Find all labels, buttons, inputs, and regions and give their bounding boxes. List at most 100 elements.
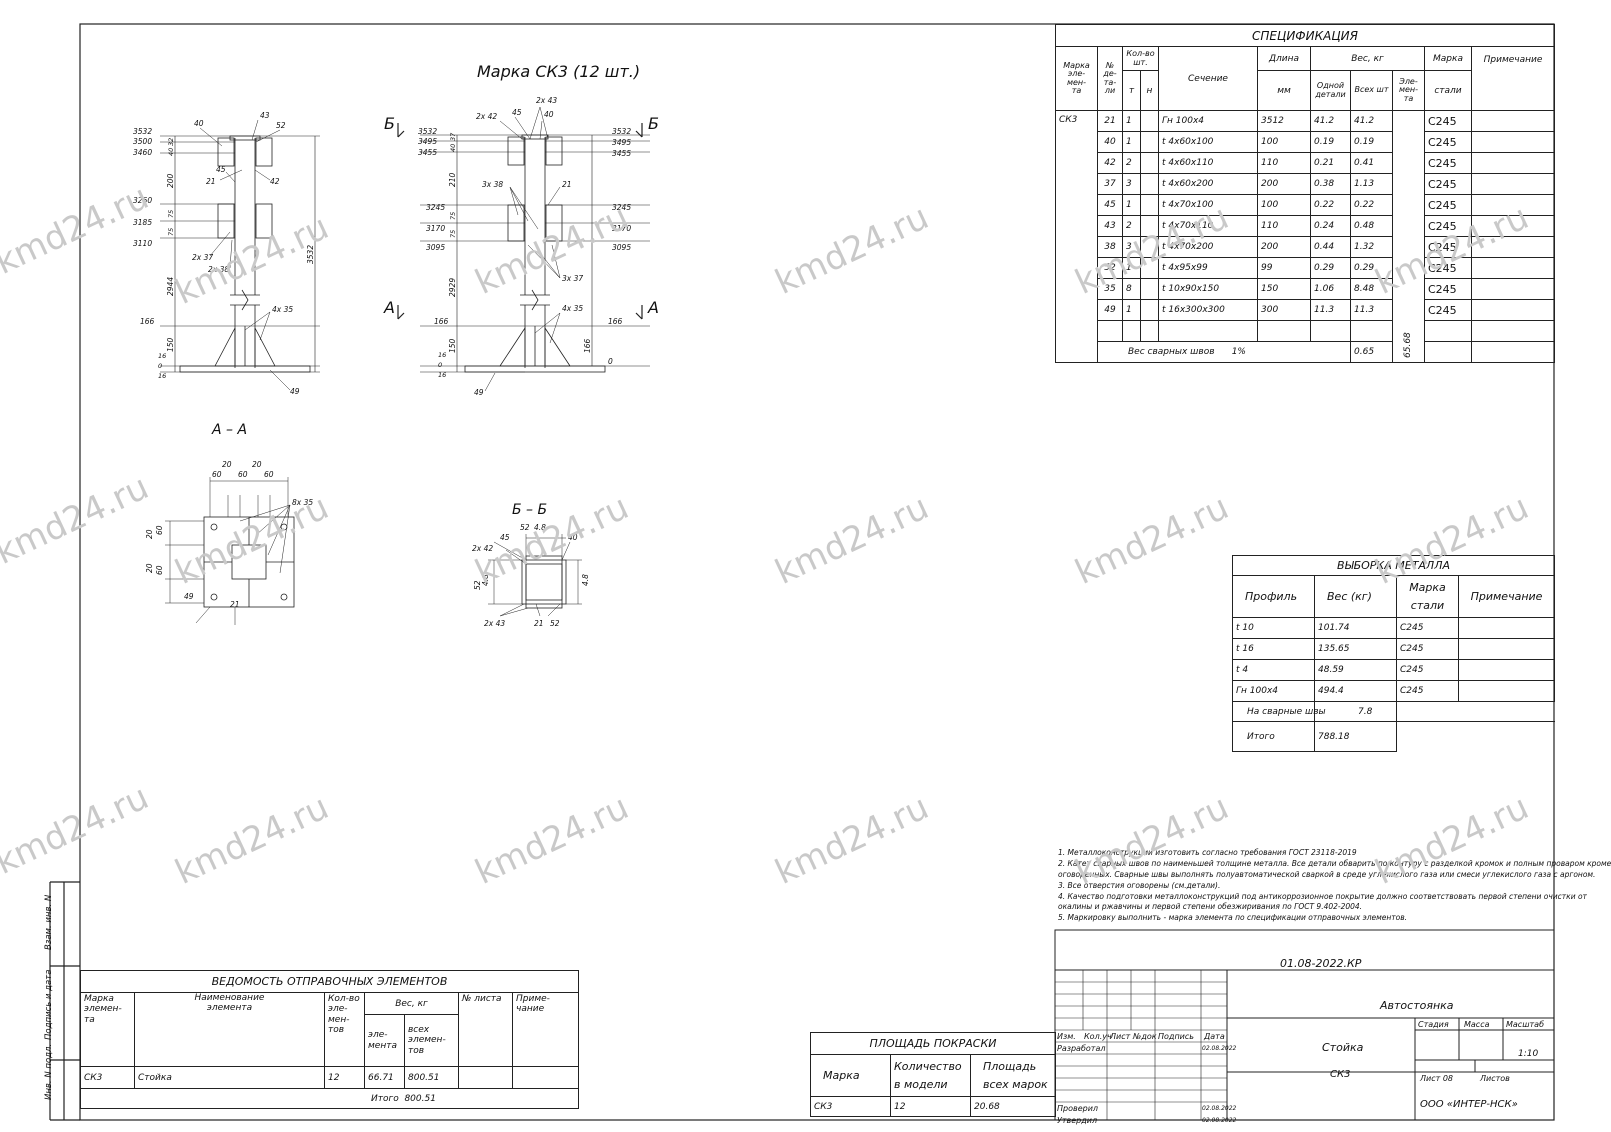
selection-cell-profile: Гн 100x4 [1232,680,1315,702]
spec-cell-section: t 4x60x100 [1158,131,1258,153]
selection-cell-steel: С245 [1396,680,1459,702]
aa-dim-20a: 20 [222,460,232,469]
aa-dim-60b: 60 [238,470,248,479]
spec-cell-len: 100 [1257,131,1311,153]
spec-h-qty: Кол-во шт. [1122,46,1159,71]
spec-cell-len: 200 [1257,236,1311,258]
v2-level-l-3170: 3170 [426,224,445,233]
dispatch-row-w-all: 800.51 [404,1066,459,1089]
spec-cell-steel: С245 [1424,236,1472,258]
v2-level-r-3455: 3455 [612,149,631,158]
selection-h-weight: Вес (кг) [1314,575,1397,618]
v2-level-l-0: 0 [438,361,442,369]
selection-welds-label: На сварные швы [1232,701,1326,722]
v2-level-r-3495: 3495 [612,138,631,147]
paint-table: ПЛОЩАДЬ ПОКРАСКИ Марка Количество в моде… [810,1032,1056,1117]
v2-dim-166: 166 [583,338,592,353]
spec-element: СК3 [1055,110,1098,363]
v1-part-42: 42 [270,177,280,186]
drawing-title: Марка СК3 (12 шт.) [477,62,641,81]
selection-cell-steel: С245 [1396,638,1459,660]
v1-part-21: 21 [206,177,216,186]
spec-cell-section: t 10x90x150 [1158,278,1258,300]
v2-level-l-16b: 16 [438,371,446,379]
v2-part-3x37: 3x 37 [562,274,583,283]
paint-title: ПЛОЩАДЬ ПОКРАСКИ [810,1032,1056,1055]
spec-welds: Вес сварных швов 1% [1097,341,1351,363]
dispatch-total: Итого 800.51 [79,1088,580,1109]
spec-cell-w1: 1.06 [1310,278,1351,300]
aa-part-49: 49 [184,592,194,601]
spec-cell-w1: 41.2 [1310,110,1351,132]
spec-cell-wall: 0.22 [1350,194,1393,216]
v1-part-52: 52 [276,121,286,130]
spec-cell-qty: 1 [1122,194,1141,216]
stamp-sheet: Лист 08 [1420,1074,1453,1083]
spec-cell-w1: 11.3 [1310,299,1351,321]
spec-cell-qty: 1 [1122,257,1141,279]
stamp-date-dev: 02.08.2022 [1202,1045,1237,1052]
spec-cell-num: 43 [1097,215,1123,237]
spec-cell-num: 52 [1097,257,1123,279]
dispatch-row-w-el: 66.71 [364,1066,405,1089]
v2-level-r-3170: 3170 [612,224,631,233]
selection-cell-profile: t 4 [1232,659,1315,681]
section-bb-title: Б – Б [512,502,548,518]
note-4b: окалины и ржавчины и первой степени обез… [1058,902,1363,912]
spec-cell-section: t 4x70x110 [1158,215,1258,237]
v2-part-40: 40 [544,110,554,119]
bb-part-2x43: 2x 43 [484,619,505,628]
aa-dim-60e: 60 [155,565,164,575]
note-3: 3. Все отверстия оговорены (см.детали). [1058,880,1221,890]
aa-dim-20d: 20 [145,563,154,573]
spec-h-len-unit: мм [1257,70,1311,111]
spec-h-section: Сечение [1158,46,1258,111]
spec-title: СПЕЦИФИКАЦИЯ [1054,24,1556,47]
spec-cell-num: 42 [1097,152,1123,174]
paint-h-qty: Количество в модели [890,1054,971,1097]
spec-h-w-one: Одной детали [1310,70,1351,111]
v1-dim-75a: 75 [167,210,175,218]
cut-b-left: Б [384,114,395,133]
stamp-scale-val: 1:10 [1518,1049,1539,1059]
v1-dim-150: 150 [166,337,175,352]
v1-level-0: 0 [158,362,162,370]
spec-cell-wall: 0.29 [1350,257,1393,279]
spec-h-qty-n: н [1140,70,1159,111]
spec-cell-wall: 0.41 [1350,152,1393,174]
aa-dim-60d: 60 [155,525,164,535]
aa-dim-20c: 20 [145,529,154,539]
side-inv-sub: Взам. инв. N [44,894,54,950]
stamp-object-1: Стойка [1322,1041,1364,1054]
spec-cell-num: 49 [1097,299,1123,321]
cut-a-left: А [383,298,395,317]
spec-welds-val: 0.65 [1350,341,1393,363]
dispatch-row-mark: СК3 [80,1066,135,1089]
spec-cell-len: 99 [1257,257,1311,279]
v1-dim-75b: 75 [167,228,175,236]
spec-h-note: Примечание [1470,46,1556,111]
spec-cell-len: 110 [1257,152,1311,174]
spec-cell-qty: 1 [1122,299,1141,321]
v2-part-2x43: 2x 43 [536,96,557,105]
stamp-h-date: Дата [1204,1032,1225,1041]
spec-cell-wall: 1.13 [1350,173,1393,195]
dispatch-h-qty: Кол-во эле- мен- тов [324,992,365,1067]
v2-level-r-0: 0 [608,357,613,366]
spec-h-weight: Вес, кг [1310,46,1425,71]
spec-cell-section: Гн 100x4 [1158,110,1258,132]
spec-cell-num: 37 [1097,173,1123,195]
v2-level-l-3495: 3495 [418,137,437,146]
v1-part-49: 49 [290,387,300,396]
stamp-project: Автостоянка [1380,999,1454,1012]
note-1: 1. Металлоконструкции изготовить согласн… [1058,848,1357,857]
view-front-2: Б Б А А 3532 3495 3455 3245 3170 3095 16… [383,96,659,397]
spec-cell-w1: 0.21 [1310,152,1351,174]
